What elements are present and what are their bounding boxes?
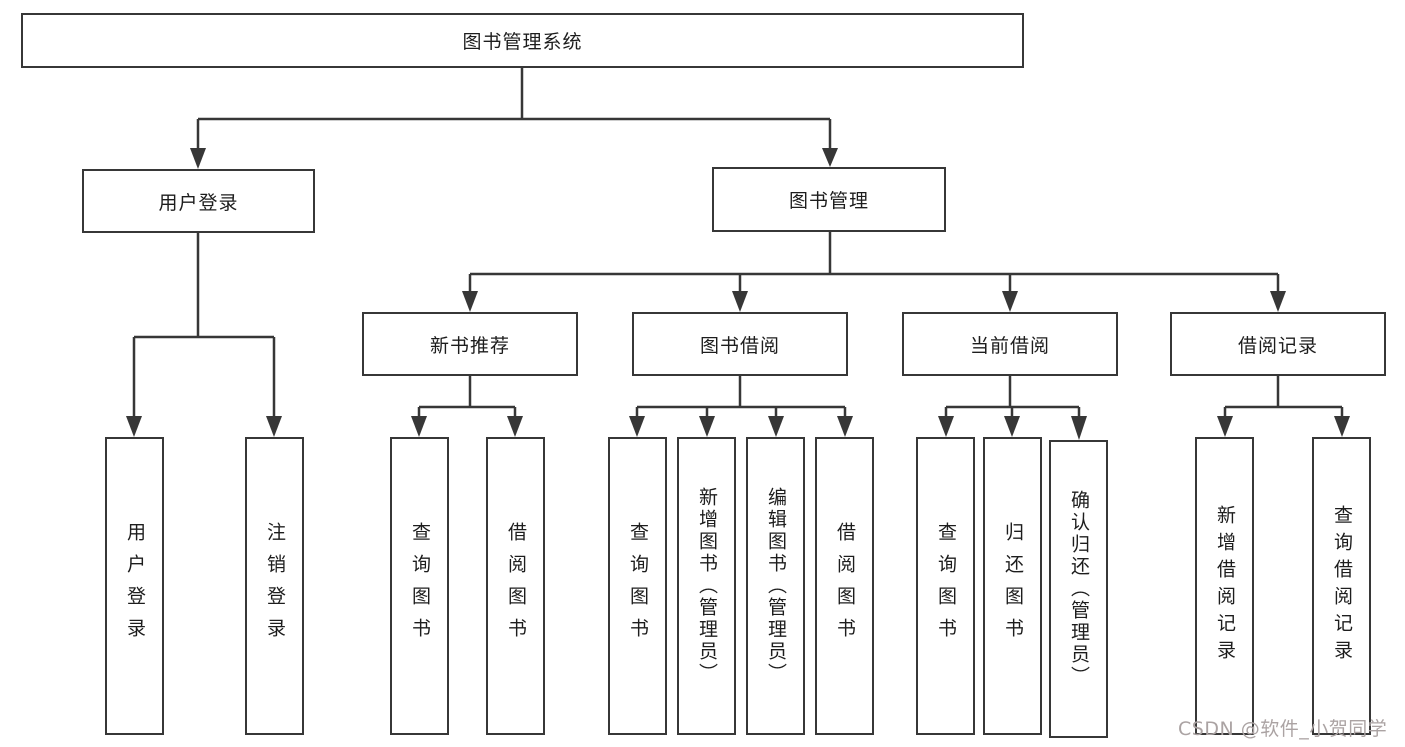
leaf-records-query-record-label: 查询借阅记录 <box>1331 505 1353 667</box>
leaf-borrow-query-books: 查询图书 <box>608 437 667 735</box>
node-user-login: 用户登录 <box>82 169 315 233</box>
leaf-borrow-borrow-books: 借阅图书 <box>815 437 874 735</box>
leaf-newrec-borrow-books-label: 借阅图书 <box>505 522 527 650</box>
leaf-current-return-books-label: 归还图书 <box>1002 522 1024 650</box>
leaf-current-return-books: 归还图书 <box>983 437 1042 735</box>
leaf-borrow-query-books-label: 查询图书 <box>627 522 649 650</box>
watermark: CSDN @软件_小贺同学 <box>1178 718 1388 740</box>
node-borrowing-records-label: 借阅记录 <box>1237 334 1318 357</box>
leaf-newrec-borrow-books: 借阅图书 <box>486 437 545 735</box>
leaf-records-query-record: 查询借阅记录 <box>1312 437 1371 735</box>
leaf-logout-label: 注销登录 <box>264 522 286 650</box>
node-book-borrowing-label: 图书借阅 <box>699 334 780 357</box>
leaf-records-add-record: 新增借阅记录 <box>1195 437 1254 735</box>
node-library-system: 图书管理系统 <box>21 13 1024 68</box>
leaf-current-query-books: 查询图书 <box>916 437 975 735</box>
leaf-logout: 注销登录 <box>245 437 304 735</box>
node-new-book-recommend-label: 新书推荐 <box>429 334 510 357</box>
node-current-borrowing: 当前借阅 <box>902 312 1118 376</box>
leaf-newrec-query-books-label: 查询图书 <box>409 522 431 650</box>
node-library-system-label: 图书管理系统 <box>462 31 583 53</box>
node-book-borrowing: 图书借阅 <box>632 312 848 376</box>
node-borrowing-records: 借阅记录 <box>1170 312 1386 376</box>
leaf-borrow-add-books-admin-label: 新增图书（管理员） <box>696 487 718 685</box>
node-user-login-label: 用户登录 <box>158 191 239 214</box>
leaf-current-confirm-return-admin-label: 确认归还（管理员） <box>1068 490 1090 688</box>
leaf-user-login: 用户登录 <box>105 437 164 735</box>
node-new-book-recommend: 新书推荐 <box>362 312 578 376</box>
leaf-borrow-borrow-books-label: 借阅图书 <box>834 522 856 650</box>
leaf-current-query-books-label: 查询图书 <box>935 522 957 650</box>
node-book-management: 图书管理 <box>712 167 946 232</box>
leaf-borrow-edit-books-admin-label: 编辑图书（管理员） <box>765 487 787 685</box>
leaf-records-add-record-label: 新增借阅记录 <box>1214 505 1236 667</box>
node-current-borrowing-label: 当前借阅 <box>969 334 1050 357</box>
leaf-borrow-add-books-admin: 新增图书（管理员） <box>677 437 736 735</box>
node-book-management-label: 图书管理 <box>788 190 869 212</box>
leaf-newrec-query-books: 查询图书 <box>390 437 449 735</box>
leaf-current-confirm-return-admin: 确认归还（管理员） <box>1049 440 1108 738</box>
leaf-user-login-label: 用户登录 <box>124 522 146 650</box>
leaf-borrow-edit-books-admin: 编辑图书（管理员） <box>746 437 805 735</box>
